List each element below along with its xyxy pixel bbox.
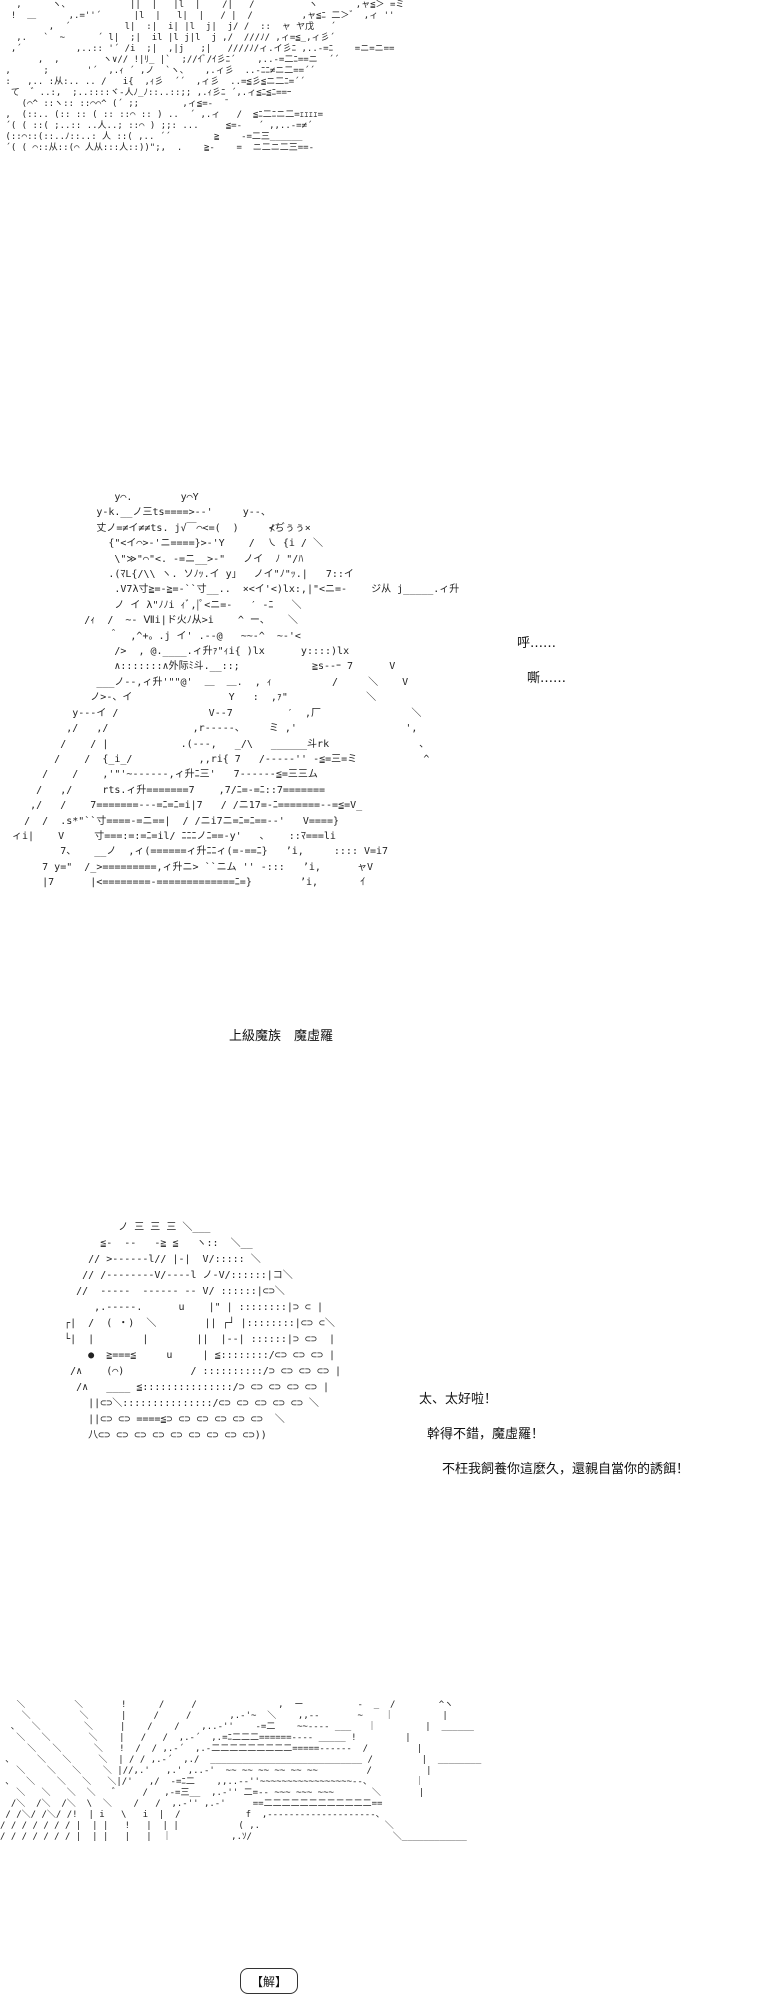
character-caption: 上級魔族 魔虛羅 [229, 1029, 334, 1044]
ascii-art-cursed-spirit: ノ 三 三 三 ＼___ ≦- -- -≧ ≦ ヽ:: ＼__ // >----… [64, 1222, 342, 1441]
ascii-art-panel-1: , ￣ヽ、 || | |l | /| / ヽ ,ャ≦＞ =ミ ! ＿ ,.=''… [5, 0, 405, 153]
seal-label: 【解】 [250, 1974, 287, 1989]
breathing-sound-2: 嘶…… [527, 671, 567, 686]
ascii-art-makora: y⌒. y⌒Y y-k.__ノ三ts====>--' y--、 丈ノ=≠イ≠≠t… [12, 492, 460, 889]
dialogue-line-2: 幹得不錯，魔虛羅！ [427, 1427, 545, 1442]
dialogue-line-1: 太、太好啦！ [419, 1392, 498, 1407]
dialogue-line-3: 不枉我飼養你這麼久，還親自當你的誘餌！ [442, 1462, 690, 1477]
breathing-sound-1: 呼…… [517, 636, 557, 651]
ascii-art-panel-4: ＼ ＼ ! / / , ー - _ / ^ヽ ＼ ＼ | / / ,.-'~ ＼… [0, 1700, 482, 1842]
label-seal: 【解】 [240, 1968, 298, 1994]
